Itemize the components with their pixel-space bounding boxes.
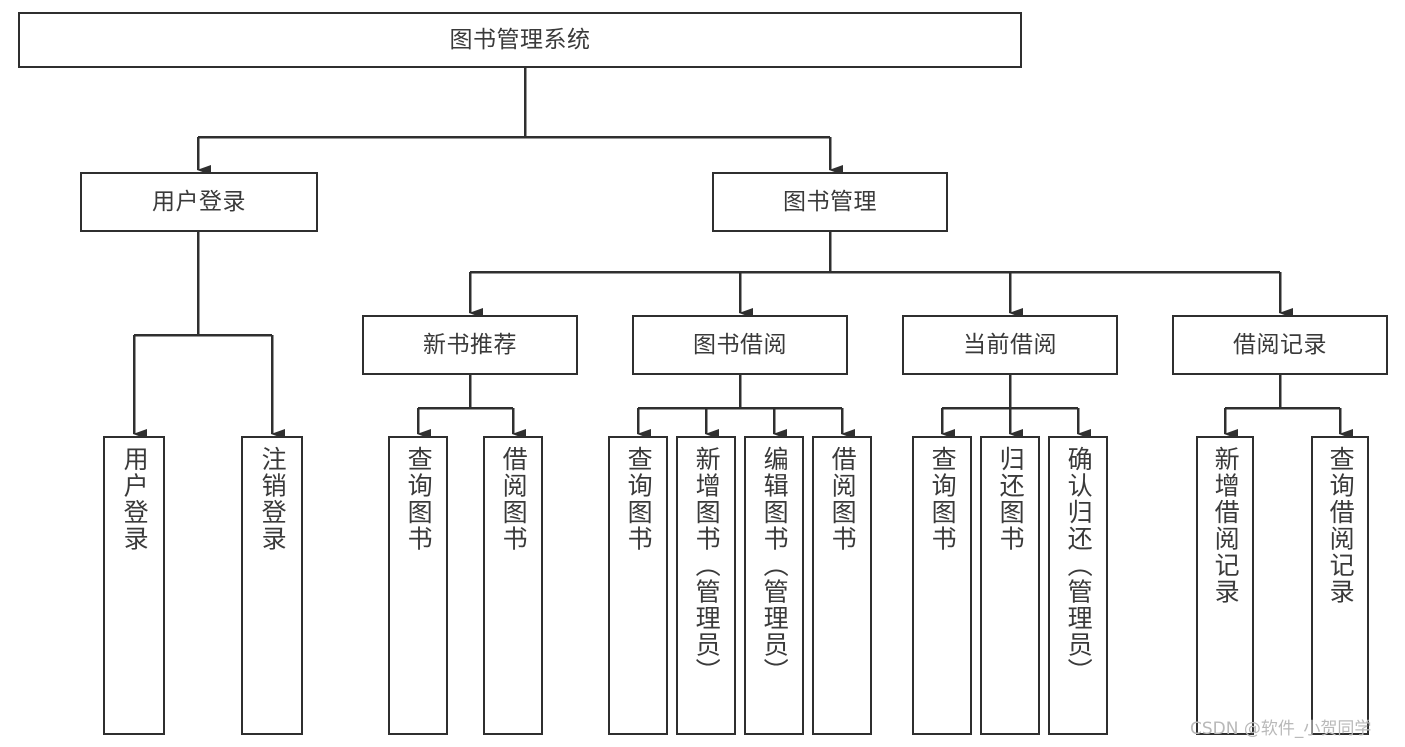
node-leaf-add-borrow-record-label: 新增借阅记录 <box>1211 446 1241 605</box>
node-root[interactable]: 图书管理系统 <box>18 12 1022 68</box>
node-new-book-rec-label: 新书推荐 <box>423 331 517 358</box>
node-current-borrow-label: 当前借阅 <box>963 331 1057 358</box>
node-current-borrow[interactable]: 当前借阅 <box>902 315 1118 375</box>
watermark-label: CSDN @软件_小贺同学 <box>1190 719 1372 739</box>
node-leaf-user-logout-label: 注销登录 <box>258 446 288 552</box>
node-borrow-record[interactable]: 借阅记录 <box>1172 315 1388 375</box>
node-leaf-confirm-return-admin[interactable]: 确认归还（管理员） <box>1048 436 1108 735</box>
node-leaf-query-book-borrow-label: 查询图书 <box>624 446 654 552</box>
node-leaf-user-login-label: 用户登录 <box>120 446 150 552</box>
node-leaf-query-borrow-record[interactable]: 查询借阅记录 <box>1311 436 1369 735</box>
node-leaf-query-borrow-record-label: 查询借阅记录 <box>1326 446 1356 605</box>
node-leaf-edit-book-admin-label: 编辑图书（管理员） <box>760 446 790 685</box>
node-leaf-edit-book-admin[interactable]: 编辑图书（管理员） <box>744 436 804 735</box>
node-book-borrow[interactable]: 图书借阅 <box>632 315 848 375</box>
node-leaf-return-book-label: 归还图书 <box>996 446 1026 552</box>
node-borrow-record-label: 借阅记录 <box>1233 331 1327 358</box>
node-book-manage[interactable]: 图书管理 <box>712 172 948 232</box>
node-new-book-rec[interactable]: 新书推荐 <box>362 315 578 375</box>
node-book-borrow-label: 图书借阅 <box>693 331 787 358</box>
node-leaf-query-book-rec-label: 查询图书 <box>404 446 434 552</box>
node-user-login[interactable]: 用户登录 <box>80 172 318 232</box>
node-leaf-add-book-admin[interactable]: 新增图书（管理员） <box>676 436 736 735</box>
node-leaf-query-book-borrow[interactable]: 查询图书 <box>608 436 668 735</box>
node-user-login-label: 用户登录 <box>152 188 246 215</box>
node-leaf-borrow-book[interactable]: 借阅图书 <box>812 436 872 735</box>
node-leaf-query-book-current[interactable]: 查询图书 <box>912 436 972 735</box>
node-leaf-add-book-admin-label: 新增图书（管理员） <box>692 446 722 685</box>
node-leaf-user-logout[interactable]: 注销登录 <box>241 436 303 735</box>
node-leaf-query-book-current-label: 查询图书 <box>928 446 958 552</box>
node-leaf-borrow-book-rec-label: 借阅图书 <box>499 446 529 552</box>
node-leaf-borrow-book-rec[interactable]: 借阅图书 <box>483 436 543 735</box>
node-leaf-confirm-return-admin-label: 确认归还（管理员） <box>1064 446 1094 685</box>
node-leaf-borrow-book-label: 借阅图书 <box>828 446 858 552</box>
node-leaf-user-login[interactable]: 用户登录 <box>103 436 165 735</box>
node-root-label: 图书管理系统 <box>449 26 591 53</box>
node-leaf-return-book[interactable]: 归还图书 <box>980 436 1040 735</box>
node-book-manage-label: 图书管理 <box>783 188 877 215</box>
node-leaf-add-borrow-record[interactable]: 新增借阅记录 <box>1196 436 1254 735</box>
node-leaf-query-book-rec[interactable]: 查询图书 <box>388 436 448 735</box>
